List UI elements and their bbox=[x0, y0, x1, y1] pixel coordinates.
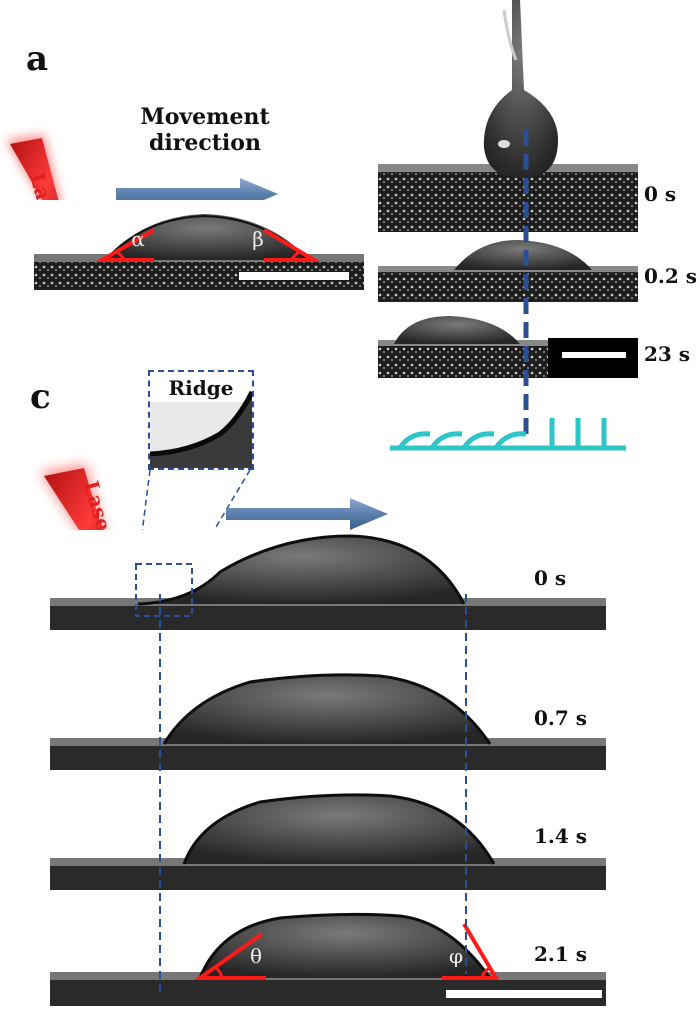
time-label-c-0: 0 s bbox=[534, 566, 567, 590]
movement-label-line: direction bbox=[149, 130, 261, 157]
droplet-photo-b-frame-3 bbox=[378, 314, 638, 378]
droplet-photo-c-frame-3 bbox=[50, 790, 606, 890]
time-label-c-1: 0.7 s bbox=[534, 706, 588, 730]
droplet-photo-c-frame-2 bbox=[50, 670, 606, 770]
droplet-photo-c-frame-1 bbox=[50, 530, 606, 630]
time-label-c-2: 1.4 s bbox=[534, 824, 588, 848]
panel-c-letter: c bbox=[30, 377, 51, 417]
time-label-b-0: 0 s bbox=[644, 182, 677, 206]
droplet-photo-b-frame-1 bbox=[378, 0, 638, 232]
panel-a-letter: a bbox=[26, 39, 49, 79]
ridge-inset: Ridge bbox=[148, 370, 254, 470]
scale-bar-a bbox=[239, 272, 349, 280]
angle-alpha-label: α bbox=[131, 227, 145, 251]
droplet-photo-b-frame-2 bbox=[378, 236, 638, 302]
time-label-b-2: 23 s bbox=[644, 342, 691, 366]
scale-bar-c bbox=[446, 990, 602, 998]
movement-arrow-c bbox=[226, 498, 388, 530]
angle-phi-label: φ bbox=[448, 944, 463, 968]
surface-structure-icon bbox=[390, 418, 626, 451]
movement-arrow-a bbox=[116, 178, 278, 210]
angle-theta-label: θ bbox=[249, 944, 263, 968]
dashed-guide-b bbox=[523, 130, 529, 438]
ridge-label: Ridge bbox=[168, 376, 234, 400]
droplet-photo-a bbox=[34, 200, 364, 290]
time-label-b-1: 0.2 s bbox=[644, 264, 698, 288]
time-label-c-3: 2.1 s bbox=[534, 942, 588, 966]
movement-label-line: Movement bbox=[140, 104, 270, 130]
angle-beta-label: β bbox=[252, 227, 264, 251]
scale-bar-b bbox=[562, 352, 626, 358]
droplet-photo-c-frame-4 bbox=[50, 910, 606, 1006]
dashed-guides-c bbox=[159, 594, 467, 994]
